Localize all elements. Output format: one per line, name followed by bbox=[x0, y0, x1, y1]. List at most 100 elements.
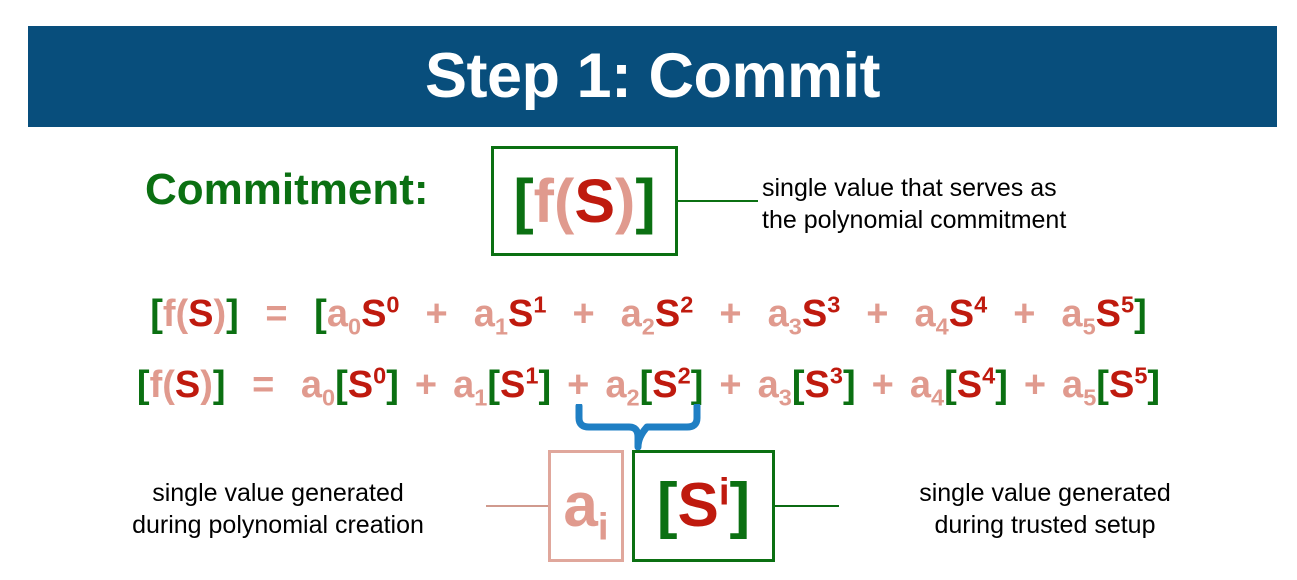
bracket-close: ] bbox=[635, 166, 656, 235]
bracket-open: [ bbox=[656, 471, 678, 540]
bracket-close: ] bbox=[690, 364, 704, 406]
term-coefficient-subscript: 4 bbox=[930, 384, 945, 411]
term-coefficient-subscript: 3 bbox=[788, 313, 802, 340]
term-base: S0 bbox=[347, 362, 387, 406]
f-open: f( bbox=[533, 166, 575, 235]
term-exponent: 3 bbox=[827, 291, 841, 318]
plus-operator: + bbox=[719, 293, 742, 335]
term-exponent: 5 bbox=[1134, 362, 1148, 389]
bracket-open: [ bbox=[513, 166, 534, 235]
symbol-s: S bbox=[188, 293, 214, 335]
term-coefficient: a0 bbox=[300, 364, 336, 411]
bracket-open: [ bbox=[136, 364, 150, 406]
setup-box: [Si] bbox=[632, 450, 775, 562]
plus-operator: + bbox=[1013, 293, 1036, 335]
commitment-label: Commitment: bbox=[145, 165, 429, 214]
equation-line-2: [f(S)] = a0[S0]+a1[S1]+a2[S2]+a3[S3]+a4[… bbox=[0, 362, 1297, 411]
commitment-note: single value that serves as the polynomi… bbox=[762, 172, 1172, 236]
bracket-close: ] bbox=[1134, 293, 1147, 335]
commitment-note-line1: single value that serves as bbox=[762, 174, 1057, 202]
coefficient-note-line1: single value generated bbox=[152, 479, 404, 507]
plus-operator: + bbox=[572, 293, 595, 335]
term-exponent: 1 bbox=[533, 291, 547, 318]
equals-sign: = bbox=[265, 293, 288, 335]
eq1-lhs: [f(S)] bbox=[150, 293, 239, 335]
eq2-lhs: [f(S)] bbox=[137, 364, 226, 406]
coefficient-a: a bbox=[563, 471, 598, 540]
term-base: S1 bbox=[507, 291, 547, 335]
f-close: ) bbox=[615, 166, 636, 235]
term-exponent: 4 bbox=[982, 362, 996, 389]
term-coefficient: a4 bbox=[909, 364, 945, 411]
term-coefficient-subscript: 1 bbox=[494, 313, 508, 340]
commitment-box: [f(S)] bbox=[491, 146, 678, 256]
bracket-open: [ bbox=[314, 293, 327, 335]
term-coefficient-subscript: 0 bbox=[322, 384, 336, 411]
term-coefficient-subscript: 5 bbox=[1083, 384, 1097, 411]
bracket-open: [ bbox=[791, 364, 805, 406]
term-exponent: 4 bbox=[974, 291, 988, 318]
symbol-s: S bbox=[677, 471, 719, 540]
plus-operator: + bbox=[567, 364, 590, 406]
bracket-open: [ bbox=[150, 293, 163, 335]
term-coefficient: a1 bbox=[473, 293, 508, 340]
commitment-connector-line bbox=[678, 200, 758, 202]
term-base: S2 bbox=[654, 291, 694, 335]
bracket-close: ] bbox=[1147, 364, 1161, 406]
term-exponent: 5 bbox=[1121, 291, 1135, 318]
term-base: S0 bbox=[361, 291, 400, 335]
term-coefficient-subscript: 3 bbox=[778, 384, 792, 411]
coefficient-subscript: i bbox=[597, 505, 609, 549]
setup-note-line1: single value generated bbox=[919, 479, 1171, 507]
coefficient-connector-line bbox=[486, 505, 548, 507]
plus-operator: + bbox=[425, 293, 448, 335]
term-coefficient: a1 bbox=[453, 364, 488, 411]
title-banner: Step 1: Commit bbox=[28, 26, 1277, 127]
term-coefficient-subscript: 4 bbox=[935, 313, 949, 340]
bracket-close: ] bbox=[729, 471, 751, 540]
f-open: f( bbox=[162, 293, 189, 335]
bracket-open: [ bbox=[639, 364, 653, 406]
term-base: S5 bbox=[1095, 291, 1135, 335]
coefficient-note: single value generated during polynomial… bbox=[78, 477, 478, 541]
setup-note-line2: during trusted setup bbox=[934, 511, 1156, 539]
term-base: S3 bbox=[801, 291, 841, 335]
plus-operator: + bbox=[871, 364, 894, 406]
term-coefficient: a3 bbox=[767, 293, 802, 340]
bracket-close: ] bbox=[842, 364, 856, 406]
bracket-close: ] bbox=[212, 364, 226, 406]
term-coefficient: a5 bbox=[1062, 364, 1097, 411]
coefficient-expression: ai bbox=[563, 475, 608, 547]
term-exponent: 1 bbox=[525, 362, 539, 389]
term-coefficient-subscript: 1 bbox=[474, 384, 488, 411]
eq1-terms: a0S0+a1S1+a2S2+a3S3+a4S4+a5S5 bbox=[326, 291, 1135, 340]
term-coefficient-subscript: 2 bbox=[641, 313, 655, 340]
term-coefficient-subscript: 2 bbox=[626, 384, 640, 411]
plus-operator: + bbox=[414, 364, 438, 406]
term-coefficient: a0 bbox=[326, 293, 362, 340]
setup-expression: [Si] bbox=[657, 473, 750, 537]
term-coefficient: a4 bbox=[914, 293, 949, 340]
term-coefficient: a5 bbox=[1061, 293, 1096, 340]
symbol-s: S bbox=[174, 364, 201, 406]
term-coefficient-subscript: 5 bbox=[1082, 313, 1096, 340]
commitment-expression: [f(S)] bbox=[513, 170, 655, 232]
term-base: S4 bbox=[956, 362, 996, 406]
page-title: Step 1: Commit bbox=[424, 41, 881, 111]
term-coefficient-subscript: 0 bbox=[347, 313, 362, 340]
bracket-close: ] bbox=[538, 364, 552, 406]
term-exponent: 2 bbox=[680, 291, 694, 318]
term-exponent: 2 bbox=[677, 362, 691, 389]
term-exponent: 0 bbox=[373, 362, 387, 389]
eq2-terms: a0[S0]+a1[S1]+a2[S2]+a3[S3]+a4[S4]+a5[S5… bbox=[300, 362, 1161, 411]
term-base: S4 bbox=[948, 291, 988, 335]
term-exponent: 0 bbox=[386, 291, 400, 318]
setup-connector-line bbox=[775, 505, 839, 507]
commitment-note-line2: the polynomial commitment bbox=[762, 206, 1067, 234]
equals-sign: = bbox=[252, 364, 275, 406]
bracket-open: [ bbox=[487, 364, 501, 406]
term-base: S5 bbox=[1108, 362, 1148, 406]
setup-exponent: i bbox=[718, 470, 730, 514]
bracket-open: [ bbox=[335, 364, 348, 406]
